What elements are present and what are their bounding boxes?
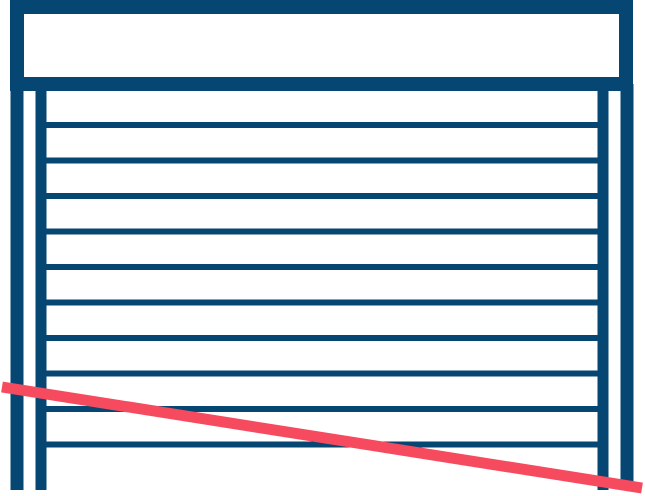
shutter-frame (10, 0, 634, 490)
shutter-housing-box (10, 0, 633, 91)
shutter-slats (41, 122, 603, 448)
diagonal-slash-line (1, 381, 643, 494)
